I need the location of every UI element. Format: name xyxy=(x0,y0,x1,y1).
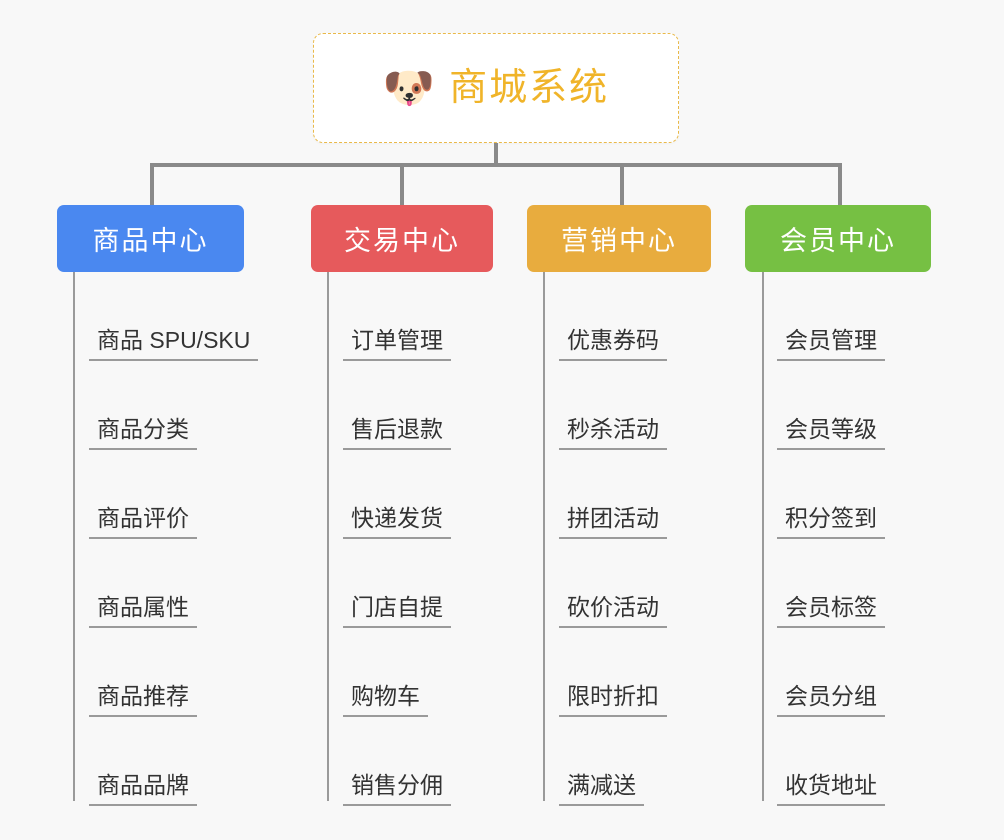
leaf-item-label: 商品 SPU/SKU xyxy=(89,327,259,361)
category-column-marketing-center: 营销中心优惠券码秒杀活动拼团活动砍价活动限时折扣满减送 xyxy=(527,205,711,806)
leaf-item-label: 商品分类 xyxy=(89,416,197,450)
leaf-item-label: 拼团活动 xyxy=(559,505,667,539)
drop-connector-marketing-center xyxy=(620,163,624,205)
leaf-item-label: 售后退款 xyxy=(343,416,451,450)
leaf-item[interactable]: 快递发货 xyxy=(311,450,493,539)
leaf-item-label: 购物车 xyxy=(343,683,428,717)
leaf-item-label: 商品推荐 xyxy=(89,683,197,717)
leaf-item[interactable]: 限时折扣 xyxy=(527,628,711,717)
leaf-item-label: 会员标签 xyxy=(777,594,885,628)
leaf-item-label: 优惠券码 xyxy=(559,327,667,361)
leaf-item[interactable]: 商品评价 xyxy=(57,450,244,539)
category-node-marketing-center[interactable]: 营销中心 xyxy=(527,205,711,272)
leaf-stem-trade-center xyxy=(327,272,329,801)
leaf-item[interactable]: 满减送 xyxy=(527,717,711,806)
category-label: 交易中心 xyxy=(344,226,460,256)
category-label: 营销中心 xyxy=(561,226,677,256)
drop-connector-product-center xyxy=(150,163,154,205)
leaf-stem-member-center xyxy=(762,272,764,801)
leaf-item[interactable]: 商品品牌 xyxy=(57,717,244,806)
leaf-item[interactable]: 砍价活动 xyxy=(527,539,711,628)
leaf-item-label: 快递发货 xyxy=(343,505,451,539)
leaf-list-product-center: 商品 SPU/SKU 商品分类商品评价商品属性商品推荐商品品牌 xyxy=(57,272,259,806)
leaf-item-label: 会员等级 xyxy=(777,416,885,450)
leaf-item-label: 门店自提 xyxy=(343,594,451,628)
leaf-list-member-center: 会员管理会员等级积分签到会员标签会员分组收货地址 xyxy=(745,272,931,806)
category-column-product-center: 商品中心商品 SPU/SKU 商品分类商品评价商品属性商品推荐商品品牌 xyxy=(57,205,259,806)
leaf-item[interactable]: 会员标签 xyxy=(745,539,931,628)
category-column-trade-center: 交易中心订单管理售后退款快递发货门店自提购物车销售分佣 xyxy=(311,205,493,806)
leaf-item[interactable]: 购物车 xyxy=(311,628,493,717)
leaf-item[interactable]: 商品推荐 xyxy=(57,628,244,717)
drop-connector-trade-center xyxy=(400,163,404,205)
leaf-item[interactable]: 商品 SPU/SKU xyxy=(57,272,259,361)
leaf-item[interactable]: 商品分类 xyxy=(57,361,244,450)
dog-face-icon: 🐶 xyxy=(382,64,436,111)
leaf-item[interactable]: 销售分佣 xyxy=(311,717,493,806)
root-drop-connector xyxy=(494,143,498,167)
leaf-stem-product-center xyxy=(73,272,75,801)
leaf-item-label: 砍价活动 xyxy=(559,594,667,628)
leaf-item[interactable]: 订单管理 xyxy=(311,272,493,361)
leaf-item-label: 满减送 xyxy=(559,772,644,806)
category-label: 商品中心 xyxy=(92,226,209,256)
category-node-trade-center[interactable]: 交易中心 xyxy=(311,205,493,272)
leaf-item[interactable]: 积分签到 xyxy=(745,450,931,539)
leaf-item-label: 收货地址 xyxy=(777,772,885,806)
leaf-item-label: 秒杀活动 xyxy=(559,416,667,450)
category-label: 会员中心 xyxy=(780,226,896,256)
leaf-item[interactable]: 商品属性 xyxy=(57,539,244,628)
leaf-item[interactable]: 优惠券码 xyxy=(527,272,711,361)
leaf-item-label: 限时折扣 xyxy=(559,683,667,717)
leaf-item[interactable]: 会员分组 xyxy=(745,628,931,717)
leaf-item[interactable]: 售后退款 xyxy=(311,361,493,450)
leaf-item-label: 订单管理 xyxy=(343,327,451,361)
leaf-item[interactable]: 拼团活动 xyxy=(527,450,711,539)
leaf-item-label: 商品评价 xyxy=(89,505,197,539)
leaf-list-trade-center: 订单管理售后退款快递发货门店自提购物车销售分佣 xyxy=(311,272,493,806)
leaf-stem-marketing-center xyxy=(543,272,545,801)
leaf-item-label: 会员管理 xyxy=(777,327,885,361)
drop-connector-member-center xyxy=(838,163,842,205)
root-title: 商城系统 xyxy=(449,67,610,109)
leaf-item[interactable]: 会员管理 xyxy=(745,272,931,361)
category-column-member-center: 会员中心会员管理会员等级积分签到会员标签会员分组收货地址 xyxy=(745,205,931,806)
root-node[interactable]: 🐶 商城系统 xyxy=(313,33,679,143)
category-node-product-center[interactable]: 商品中心 xyxy=(57,205,244,272)
leaf-item-label: 会员分组 xyxy=(777,683,885,717)
leaf-item[interactable]: 门店自提 xyxy=(311,539,493,628)
leaf-item-label: 销售分佣 xyxy=(343,772,451,806)
leaf-item-label: 积分签到 xyxy=(777,505,885,539)
leaf-item[interactable]: 收货地址 xyxy=(745,717,931,806)
leaf-item-label: 商品属性 xyxy=(89,594,197,628)
leaf-item[interactable]: 会员等级 xyxy=(745,361,931,450)
leaf-item[interactable]: 秒杀活动 xyxy=(527,361,711,450)
leaf-list-marketing-center: 优惠券码秒杀活动拼团活动砍价活动限时折扣满减送 xyxy=(527,272,711,806)
horizontal-bus-connector xyxy=(150,163,842,167)
category-node-member-center[interactable]: 会员中心 xyxy=(745,205,931,272)
leaf-item-label: 商品品牌 xyxy=(89,772,197,806)
